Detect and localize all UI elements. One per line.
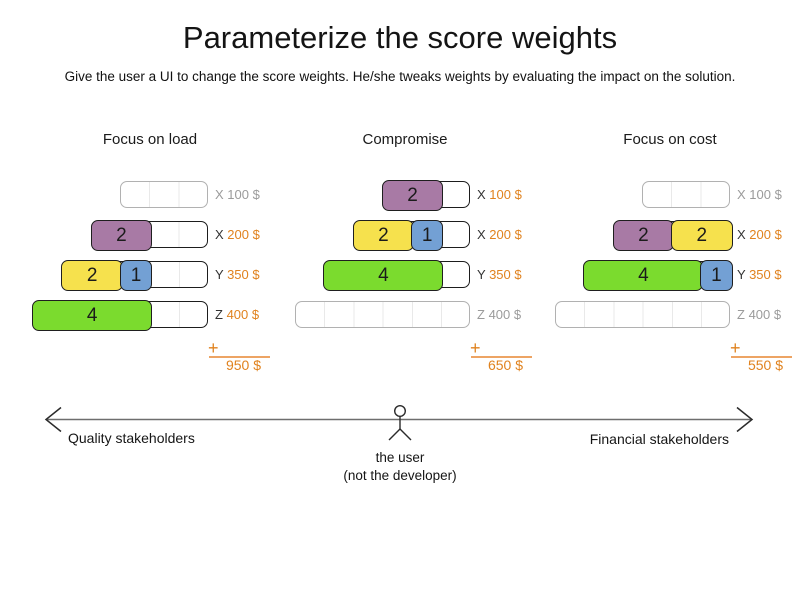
weight-bar: 4 [323,260,470,291]
financial-stakeholders-label: Financial stakeholders [589,431,729,447]
row-letter: Y [477,267,486,282]
row-price: 200 $ [227,227,260,242]
row-price: 400 $ [748,307,782,322]
stakeholder-axis [44,405,754,441]
weight-block-blue: 1 [119,260,153,291]
weight-block-green: 4 [323,260,444,291]
weight-bar: 4 [32,300,208,331]
weight-bar-empty [120,181,208,208]
row-letter: X [737,227,746,242]
weight-block-yellow: 2 [61,260,123,291]
row-letter: X [215,227,224,242]
row-label: X 200 $ [477,221,522,248]
sum-total: 650 $ [487,357,524,373]
row-price: 200 $ [489,227,522,242]
row-label: Y 350 $ [477,261,522,288]
row-letter: Z [215,307,223,322]
weight-block-blue: 1 [700,260,733,291]
sum-plus-sign: + [470,338,481,358]
user-head [394,405,407,418]
row-price: 100 $ [489,187,522,202]
sum-line [731,356,792,358]
row-letter: X [737,187,746,202]
row-letter: Y [215,267,224,282]
page-title: Parameterize the score weights [182,20,618,55]
row-letter: X [477,227,486,242]
weight-bar-empty [554,301,730,328]
weight-block-green: 4 [32,300,153,331]
row-price: 350 $ [749,267,782,282]
weight-block-blue: 1 [410,220,444,251]
sum-total: 950 $ [225,357,262,373]
page-subtitle: Give the user a UI to change the score w… [64,69,736,84]
row-label: X 200 $ [215,221,260,248]
weight-bar-empty [294,301,470,328]
row-price: 100 $ [749,187,782,202]
row-price: 400 $ [226,307,260,322]
user-right-leg [399,428,412,441]
row-letter: X [477,187,486,202]
user-stick-figure-icon [388,405,412,441]
weight-block-green: 4 [583,260,704,291]
row-label: Z 400 $ [215,301,259,328]
row-label: X 100 $ [737,181,782,208]
weight-block-purple: 2 [90,220,153,251]
weight-block-yellow: 2 [352,220,415,251]
user-label-line1: the user [375,450,425,465]
row-price: 200 $ [749,227,782,242]
left-arrowhead-icon [44,406,62,433]
user-label-line2: (not the developer) [343,468,457,483]
row-label: Z 400 $ [737,301,781,328]
weight-block-yellow: 2 [670,220,733,251]
row-price: 400 $ [488,307,522,322]
row-price: 350 $ [489,267,522,282]
user-left-leg [388,428,401,441]
weight-bar-empty [642,181,730,208]
row-letter: Y [737,267,746,282]
weight-bar: 2 [90,220,208,251]
row-price: 350 $ [227,267,260,282]
scenario-header: Focus on cost [623,131,717,148]
sum-plus-sign: + [208,338,219,358]
scenario-header: Compromise [362,131,448,148]
weight-block-purple: 2 [612,220,675,251]
row-price: 100 $ [227,187,260,202]
row-label: X 100 $ [477,181,522,208]
sum-line [209,356,270,358]
sum-total: 550 $ [747,357,784,373]
row-label: X 100 $ [215,181,260,208]
scenario-header: Focus on load [102,131,198,148]
right-arrowhead-icon [736,406,754,433]
row-label: Y 350 $ [737,261,782,288]
row-label: X 200 $ [737,221,782,248]
sum-plus-sign: + [730,338,741,358]
weight-block-purple: 2 [381,180,444,211]
row-label: Y 350 $ [215,261,260,288]
sum-line [471,356,532,358]
weight-bar: 2 [381,180,470,211]
row-letter: Z [477,307,485,322]
row-letter: X [215,187,224,202]
quality-stakeholders-label: Quality stakeholders [68,430,195,446]
row-letter: Z [737,307,745,322]
row-label: Z 400 $ [477,301,521,328]
